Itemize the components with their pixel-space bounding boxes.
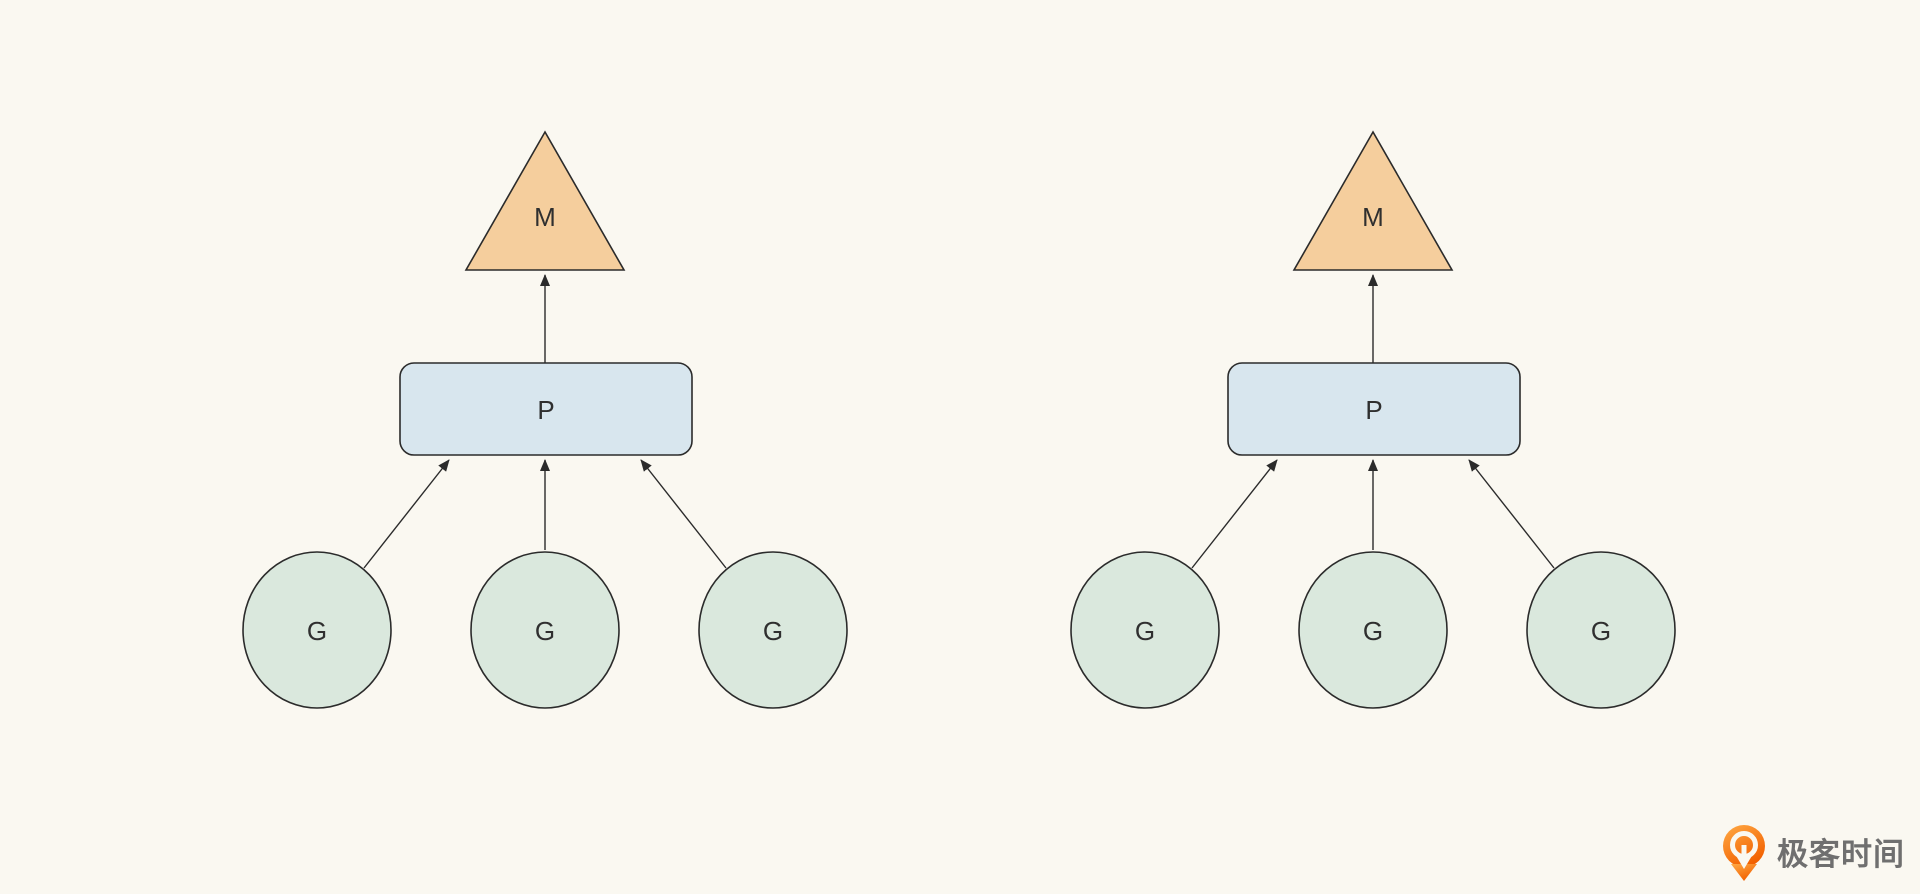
- goroutine-label-3: G: [763, 616, 783, 646]
- machine-triangle: [1292, 130, 1454, 271]
- processor-box: [1227, 362, 1521, 456]
- machine-label: M: [534, 202, 556, 232]
- goroutine-label-1: G: [1135, 616, 1155, 646]
- goroutine-circle-2: [1298, 551, 1448, 709]
- goroutine-label-2: G: [535, 616, 555, 646]
- geektime-logo: 极客时间: [1721, 824, 1905, 884]
- gmp-diagram-left: M P G G G: [242, 130, 848, 709]
- processor-label: P: [537, 395, 554, 425]
- geektime-logo-text: 极客时间: [1777, 836, 1905, 872]
- edge-g1-to-p: [1191, 459, 1278, 569]
- goroutine-circle-1: [1070, 551, 1220, 709]
- edge-g3-to-p: [1468, 459, 1555, 569]
- geektime-logo-icon: [1723, 825, 1765, 881]
- goroutine-circle-2: [470, 551, 620, 709]
- processor-label: P: [1365, 395, 1382, 425]
- edge-g3-to-p: [640, 459, 727, 569]
- processor-box: [399, 362, 693, 456]
- goroutine-label-3: G: [1591, 616, 1611, 646]
- goroutine-label-1: G: [307, 616, 327, 646]
- goroutine-label-2: G: [1363, 616, 1383, 646]
- machine-triangle: [464, 130, 626, 271]
- goroutine-circle-3: [698, 551, 848, 709]
- machine-label: M: [1362, 202, 1384, 232]
- goroutine-circle-1: [242, 551, 392, 709]
- goroutine-circle-3: [1526, 551, 1676, 709]
- edge-g1-to-p: [363, 459, 450, 569]
- gmp-diagram-right: M P G G G: [1070, 130, 1676, 709]
